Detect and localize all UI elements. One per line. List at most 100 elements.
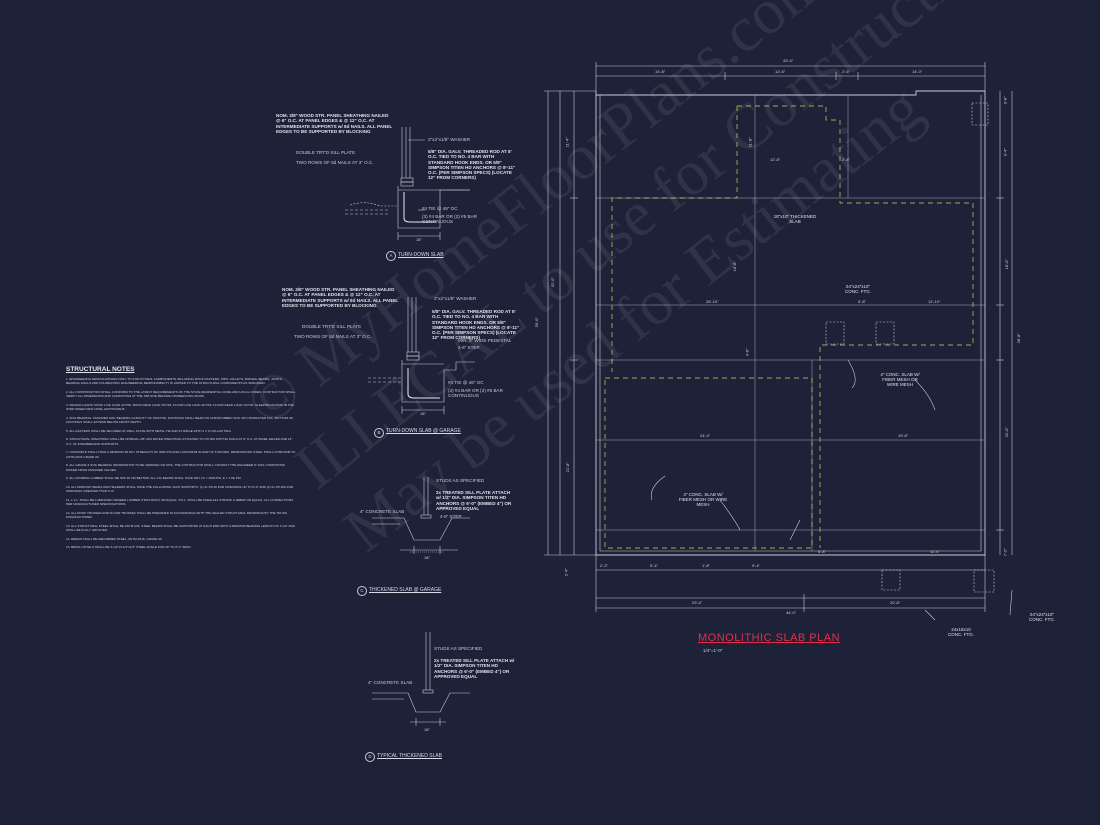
plan-dim-right-6: 7'-0" bbox=[1002, 548, 1008, 557]
plan-dim-bottom-inner-3: 1'-8" bbox=[702, 563, 710, 568]
slab-plan-outline bbox=[544, 62, 1013, 612]
plan-dim-bottom-inner-1: 2'-2" bbox=[600, 563, 608, 568]
plan-title: MONOLITHIC SLAB PLAN bbox=[698, 632, 841, 644]
plan-dim-top-4: 14'-0" bbox=[912, 69, 923, 74]
plan-dim-bottom-overall: 44'-0" bbox=[786, 610, 797, 615]
detail-a-sill-plate: DOUBLE TRT'D SILL PLATE bbox=[296, 150, 356, 155]
plan-scale: 1/4"=1'-0" bbox=[703, 648, 723, 653]
plan-dim-top-2: 12'-6" bbox=[775, 69, 786, 74]
structural-note-paragraph: 7. CONCRETE SHALL HAVE A MINIMUM 28 DAY … bbox=[66, 450, 296, 459]
detail-d-width: 18" bbox=[424, 727, 430, 732]
plan-dim-int-8: 12'-10" bbox=[928, 299, 941, 304]
detail-d-mark: D bbox=[365, 752, 375, 762]
detail-c-mark: C bbox=[357, 586, 367, 596]
plan-slab-note-1: 4" CONC. SLAB W/ FIBER MESH OR WIRE MESH bbox=[880, 372, 920, 388]
plan-dim-int-5: 4'-8" bbox=[744, 348, 750, 357]
thickened-slab-lines bbox=[604, 105, 974, 549]
plan-footing-note-right: 24"x24"x10" CONC. FTG. bbox=[1029, 612, 1055, 623]
plan-dim-left-2: 21'-8" bbox=[564, 462, 570, 473]
detail-b-mark: B bbox=[374, 428, 384, 438]
plan-dim-int-6: 28'-10" bbox=[706, 299, 719, 304]
detail-a-nails: TWO ROWS OF 8d NAILS AT 3" O.C. bbox=[296, 160, 374, 165]
structural-note-paragraph: 5. ALL RAFTERS SHALL BE SECURED AT WALL … bbox=[66, 428, 232, 433]
detail-b-sheathing-note: NOM. 3/8" WOOD STR. PANEL SHEATHING NAIL… bbox=[282, 287, 399, 308]
structural-note-paragraph: 1. ENGINEERING DESIGN APPLIES ONLY TO ST… bbox=[66, 377, 283, 386]
plan-dim-int-1: 12'-8" bbox=[770, 157, 781, 162]
detail-b-step: 4-6" STEP bbox=[458, 345, 480, 350]
detail-c-width: 18" bbox=[424, 555, 430, 560]
detail-b-rod-note: 5/8" DIA. GALV. THREADED ROD AT 8' O.C. … bbox=[432, 309, 520, 341]
plan-dim-bottom-2: 20'-8" bbox=[890, 600, 901, 605]
detail-a-bar: (3) #4 BAR OR (2) #5 BAR CONTINUOUS bbox=[422, 214, 477, 225]
structural-note-paragraph: 3. DESIGN LOADS: ROOF LIVE LOAD 20 PSF, … bbox=[66, 402, 295, 412]
structural-note-paragraph: 9. ALL FRAMING LUMBER SHALL BE SPF #2 OR… bbox=[66, 476, 242, 481]
leader-lines bbox=[651, 359, 1013, 621]
plan-dim-left-3: 2'-4" bbox=[563, 568, 569, 577]
plan-dim-right-bottom-1: 6'-8" bbox=[818, 549, 826, 554]
plan-dim-left-overall: 59'-0" bbox=[533, 317, 539, 328]
detail-a-tie: #4 TIE @ 48" OC bbox=[422, 206, 458, 211]
structural-note-paragraph: 10. ALL WINDOW HEADS AND HEADERS SHALL H… bbox=[66, 484, 294, 494]
detail-b-drawing bbox=[368, 297, 475, 414]
plan-dim-bottom-1: 23'-4" bbox=[692, 600, 703, 605]
structural-note-paragraph: 15. BRICK LINTELS SHALL BE 3-1/2"x3-1/2"… bbox=[66, 545, 192, 550]
plan-dim-left-1: 11'-4" bbox=[564, 137, 570, 148]
detail-c-studs: STUDS AS SPECIFIED bbox=[436, 478, 485, 483]
plan-dim-bottom-inner-4: 9'-4" bbox=[752, 563, 760, 568]
detail-d-drawing bbox=[372, 632, 470, 726]
detail-b-width: 18" bbox=[420, 411, 426, 416]
plan-dim-int-3: 11'-8" bbox=[747, 137, 753, 148]
detail-b-tie: #4 TIE @ 48" OC bbox=[448, 380, 484, 385]
plan-dim-int-2: 2'-8" bbox=[842, 157, 850, 162]
structural-note-paragraph: 4. SOIL BEARING: ASSUMED SOIL BEARING CA… bbox=[66, 415, 294, 425]
structural-note-paragraph: 14. REBAR SHALL BE DEFORMED STEEL, ASTM … bbox=[66, 536, 163, 541]
detail-d-slab: 4" CONCRETE SLAB bbox=[368, 680, 413, 685]
structural-notes-title: STRUCTURAL NOTES bbox=[66, 366, 135, 373]
detail-b-bar: (3) #4 BAR OR (2) #5 BAR CONTINUOUS bbox=[448, 388, 503, 399]
plan-dim-top-3: 2'-6" bbox=[842, 69, 850, 74]
detail-b-sill-plate: DOUBLE TRT'D SILL PLATE bbox=[302, 324, 362, 329]
plan-dim-int-4: 18'-8" bbox=[731, 261, 737, 272]
structural-note-paragraph: 8. ALL GRADE & SOIL BEARING INFORMATION … bbox=[66, 463, 285, 472]
plan-dim-int-10: 19'-8" bbox=[898, 433, 909, 438]
detail-a-mark: A bbox=[386, 251, 396, 261]
structural-note-paragraph: 12. ALL ROOF TRUSSES AND FLOOR TRUSSES S… bbox=[66, 510, 287, 520]
plan-dim-bottom-inner-2: 5'-4" bbox=[650, 563, 658, 568]
plan-dim-int-7: 5'-8" bbox=[858, 299, 866, 304]
detail-c-title: THICKENED SLAB @ GARAGE bbox=[369, 587, 442, 593]
plan-dim-right-3: 18'-0" bbox=[1003, 259, 1009, 270]
plan-footing-note-bottom: 24x18x10 CONC. FTG. bbox=[948, 627, 974, 638]
detail-c-step: 4-6" STEP bbox=[440, 514, 462, 519]
plan-dim-top-overall: 43'-4" bbox=[783, 58, 794, 63]
detail-c-slab: 4" CONCRETE SLAB bbox=[360, 509, 405, 514]
plan-slab-note-2: 4" CONC. SLAB W/ FIBER MESH OR WIRE MESH bbox=[678, 492, 728, 508]
detail-d-sill-note: 2x TREATED SILL PLATE ATTACH w/ 1/2" DIA… bbox=[434, 658, 515, 679]
detail-d-title: TYPICAL THICKENED SLAB bbox=[377, 753, 443, 759]
plan-dim-top-1: 14'-8" bbox=[655, 69, 666, 74]
plan-dim-int-9: 24'-4" bbox=[700, 433, 711, 438]
footings bbox=[825, 102, 995, 593]
structural-notes-body: 1. ENGINEERING DESIGN APPLIES ONLY TO ST… bbox=[66, 377, 296, 554]
structural-note-paragraph: 11. L.V.L. SHALL BE LAMINATED VENEER LUM… bbox=[66, 497, 294, 507]
detail-a-drawing bbox=[345, 127, 470, 240]
plan-dim-right-4: 28'-8" bbox=[1015, 333, 1021, 344]
detail-a-width: 18" bbox=[416, 237, 422, 242]
structural-note-paragraph: 13. ALL STRUCTURAL STEEL SHALL BE ASTM A… bbox=[66, 523, 295, 533]
plan-dim-right-5: 31'-0" bbox=[1003, 427, 1009, 438]
detail-a-sheathing-note: NOM. 3/8" WOOD STR. PANEL SHEATHING NAIL… bbox=[276, 113, 393, 134]
plan-dim-right-2: 9'-4" bbox=[1002, 148, 1008, 157]
structural-note-paragraph: 2. ALL CONSTRUCTION SHALL CONFORM TO THE… bbox=[66, 389, 296, 399]
detail-a-rod-note: 5/8" DIA. GALV. THREADED ROD AT 8' O.C. … bbox=[428, 149, 516, 181]
plan-footing-note-top: 24"x24"x10" CONC. FTG. bbox=[845, 284, 871, 295]
detail-b-washer: 2"x2"x1/8" WASHER bbox=[434, 296, 477, 301]
plan-thickened-note: 18"x10" THICKENED SLAB bbox=[773, 214, 817, 225]
detail-d-studs: STUDS AS SPECIFIED bbox=[434, 646, 483, 651]
detail-b-nails: TWO ROWS OF 8d NAILS AT 3" O.C. bbox=[294, 334, 372, 339]
plan-dim-right-1: 0'-8" bbox=[1002, 96, 1008, 105]
detail-a-title: TURN-DOWN SLAB bbox=[398, 252, 444, 258]
detail-b-pedestal: MIN. 8" WIDE PEDESTAL bbox=[458, 338, 512, 343]
detail-c-drawing bbox=[372, 477, 470, 554]
detail-b-title: TURN-DOWN SLAB @ GARAGE bbox=[386, 428, 461, 434]
detail-c-sill-note: 2x TREATED SILL PLATE ATTACH w/ 1/2" DIA… bbox=[436, 490, 512, 511]
